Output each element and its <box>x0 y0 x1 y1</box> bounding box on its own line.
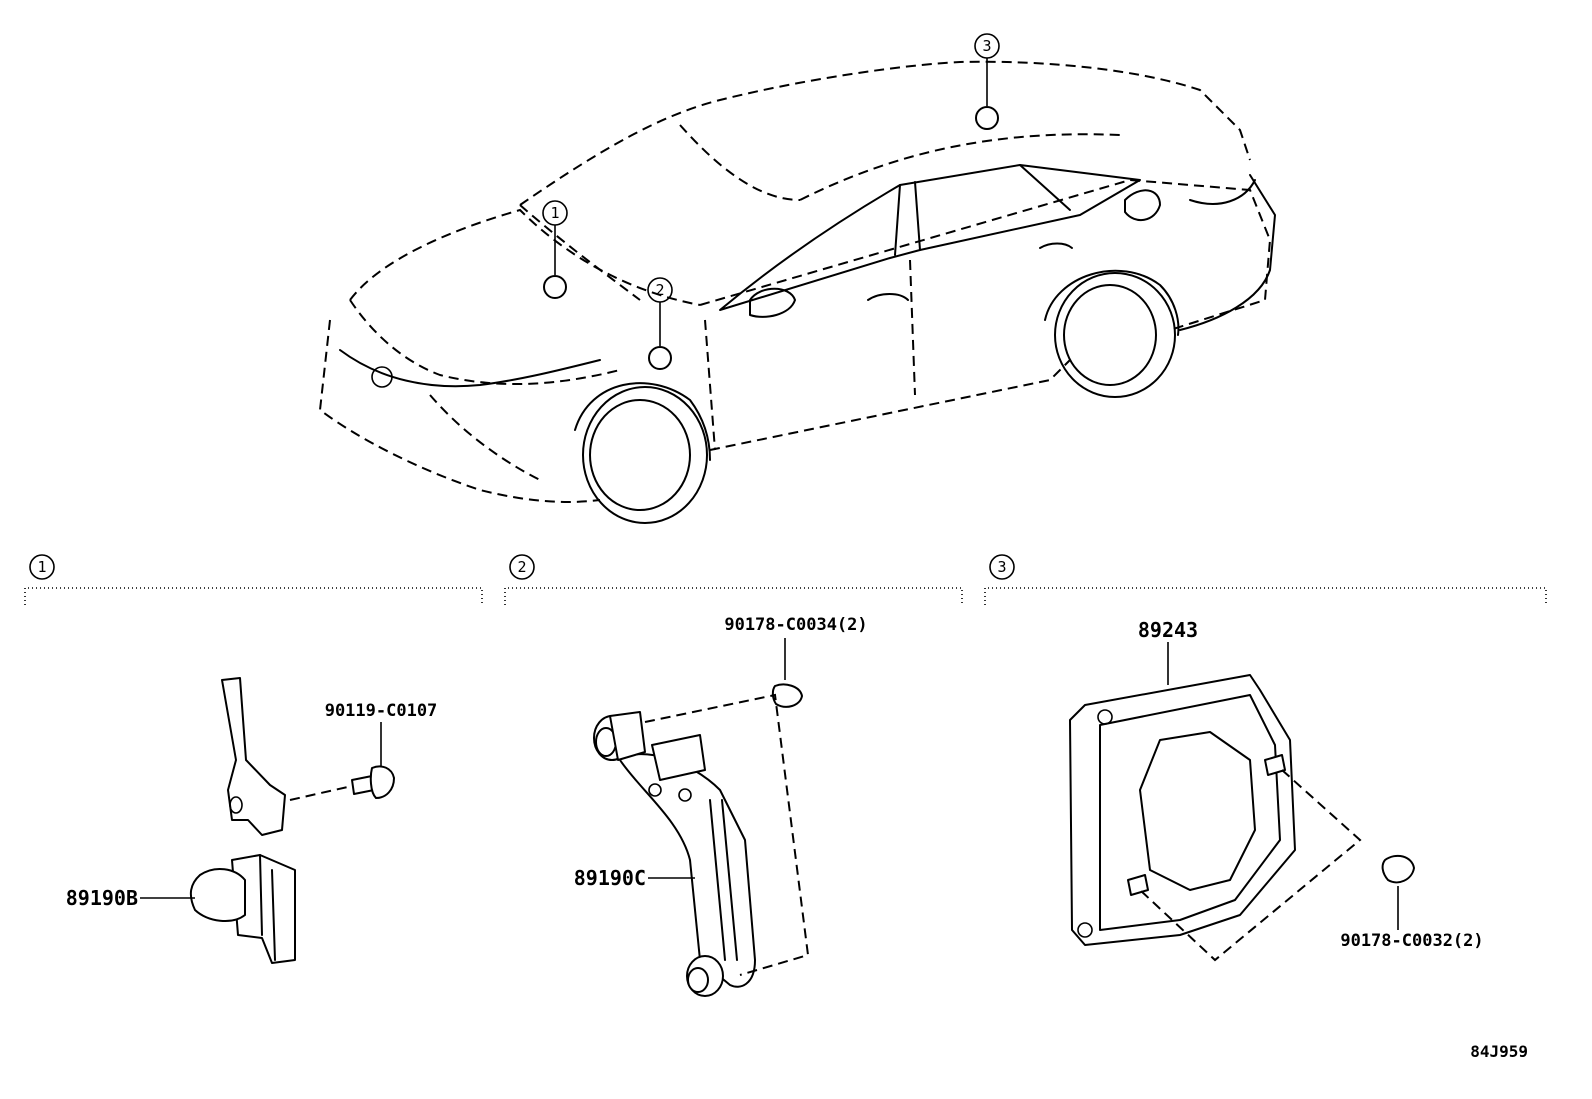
link-arm-assembly <box>593 711 756 997</box>
callout-2: 2 <box>647 277 673 370</box>
part-label-90178-C0032: 90178-C0032(2) <box>1340 931 1483 951</box>
section-3-number: 3 <box>997 558 1006 576</box>
part-label-89243: 89243 <box>1138 618 1198 642</box>
install-guide-ecu <box>1139 769 1362 962</box>
callout-1: 1 <box>542 200 568 299</box>
callout-2-number: 2 <box>655 281 664 299</box>
vehicle-illustration <box>318 60 1276 524</box>
diagram-code: 84J959 <box>1470 1042 1528 1061</box>
callout-3-number: 3 <box>982 37 991 55</box>
nut-90178-C0034 <box>771 683 803 708</box>
ecu-module <box>1069 674 1296 946</box>
part-label-90119-C0107: 90119-C0107 <box>325 701 438 721</box>
part-label-89190C: 89190C <box>574 866 646 890</box>
part-label-90178-C0034: 90178-C0034(2) <box>724 615 867 635</box>
section-2-header: 2 <box>504 554 963 605</box>
section-1-number: 1 <box>37 558 46 576</box>
callout-3: 3 <box>974 33 1000 130</box>
section-3-header: 3 <box>984 554 1547 605</box>
install-guide-link-arm <box>644 693 810 976</box>
section-1-header: 1 <box>24 554 483 605</box>
part-label-89190B: 89190B <box>66 886 138 910</box>
section-2-number: 2 <box>517 558 526 576</box>
callout-1-number: 1 <box>550 204 559 222</box>
bolt-90119 <box>289 765 395 801</box>
sensor-bracket-assembly <box>189 677 296 964</box>
nut-90178-C0032 <box>1381 854 1415 884</box>
